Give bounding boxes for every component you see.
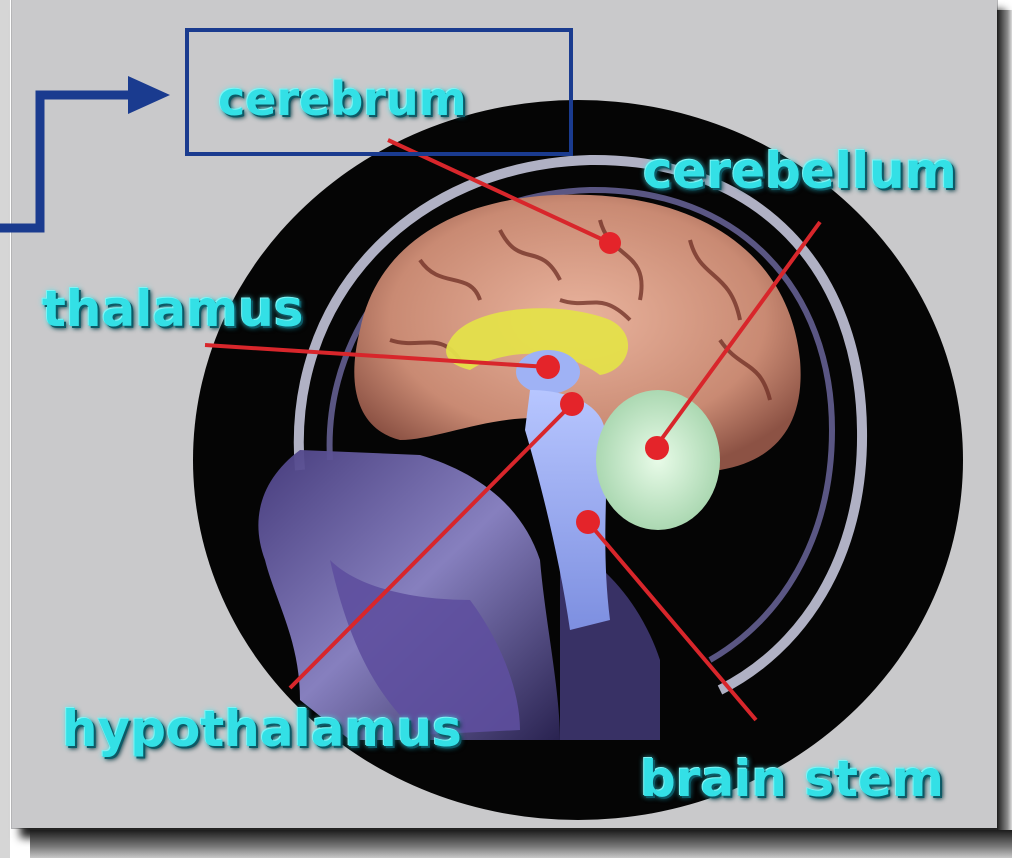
label-hypothalamus: hypothalamus [62, 700, 462, 758]
arrow-right-icon [0, 76, 170, 228]
label-cerebrum: cerebrum [218, 72, 467, 126]
cerebellum-shape [596, 390, 720, 530]
marker-cerebrum [599, 232, 621, 254]
marker-cerebellum [645, 436, 669, 460]
label-cerebellum: cerebellum [643, 142, 957, 200]
marker-hypothalamus [560, 392, 584, 416]
label-brain-stem: brain stem [640, 750, 944, 808]
marker-brain-stem [576, 510, 600, 534]
marker-thalamus [536, 355, 560, 379]
label-thalamus: thalamus [42, 280, 304, 338]
